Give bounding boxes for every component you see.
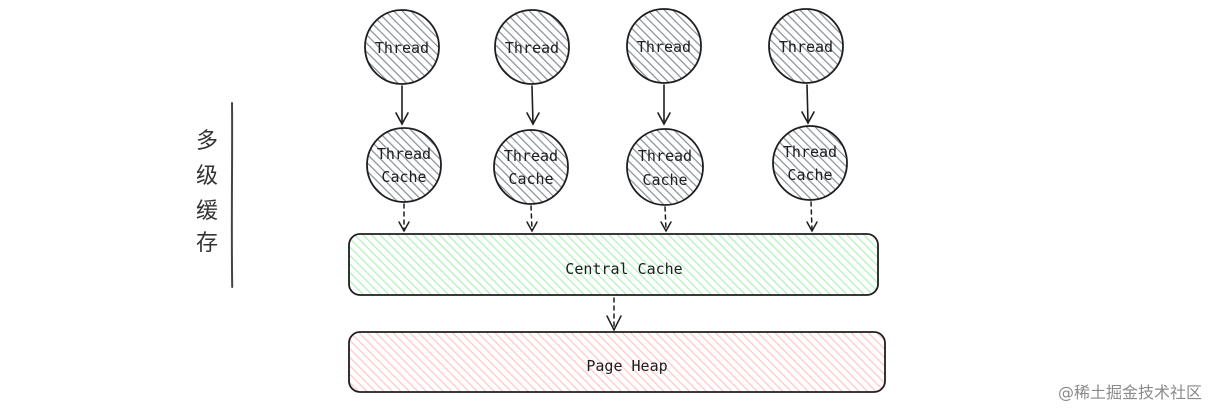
page-heap-label: Page Heap [586,357,667,375]
arrow-cache-1-to-central [398,203,410,233]
thread-to-cache-arrows [395,84,815,126]
page-heap-box: Page Heap [348,331,886,393]
side-label-char-4: 存 [196,231,218,256]
thread-cache-node-3: Thread Cache [626,128,704,206]
thread-cache-circle [366,127,442,203]
arrow-thread-1-to-cache [395,85,409,126]
thread-node-4: Thread [768,8,844,84]
thread-cache-label-line1: Thread [783,143,837,161]
arrow-thread-4-to-cache [801,84,815,125]
thread-cache-circle [626,128,704,206]
arrow-thread-3-to-cache [657,84,671,126]
thread-cache-label-line1: Thread [377,145,431,163]
thread-cache-node-1: Thread Cache [366,127,442,203]
thread-cache-circle [493,129,569,205]
thread-cache-label-line2: Cache [642,171,687,189]
thread-cache-label-line2: Cache [508,170,553,188]
side-label: 多 级 缓 存 [196,129,218,256]
thread-node-2: Thread [494,9,570,85]
thread-label: Thread [637,38,691,56]
thread-circle [768,8,844,84]
thread-cache-label-line2: Cache [381,168,426,186]
thread-cache-label-line1: Thread [504,147,558,165]
thread-label: Thread [375,39,429,57]
side-label-char-2: 级 [196,164,218,189]
thread-cache-node-2: Thread Cache [493,129,569,205]
thread-circle [494,9,570,85]
side-label-char-3: 缓 [196,199,218,224]
page-heap-rect [348,331,886,393]
thread-circle [626,8,702,84]
thread-cache-circle [772,125,848,201]
thread-circle [364,9,440,85]
thread-label: Thread [779,38,833,56]
thread-cache-label-line2: Cache [787,166,832,184]
central-cache-rect [348,233,879,296]
central-cache-box: Central Cache [348,233,879,296]
arrow-thread-2-to-cache [526,85,540,126]
thread-cache-node-4: Thread Cache [772,125,848,201]
thread-cache-label-line1: Thread [638,147,692,165]
cache-to-central-arrows [398,201,818,233]
arrow-cache-3-to-central [660,206,672,233]
thread-node-1: Thread [364,9,440,85]
arrow-cache-4-to-central [806,201,818,233]
arrow-central-to-heap [606,297,622,332]
arrow-cache-2-to-central [526,205,538,233]
thread-label: Thread [505,39,559,57]
central-cache-label: Central Cache [565,260,682,278]
thread-node-3: Thread [626,8,702,84]
side-label-char-1: 多 [196,129,218,154]
watermark-text: @稀土掘金技术社区 [1058,383,1202,402]
